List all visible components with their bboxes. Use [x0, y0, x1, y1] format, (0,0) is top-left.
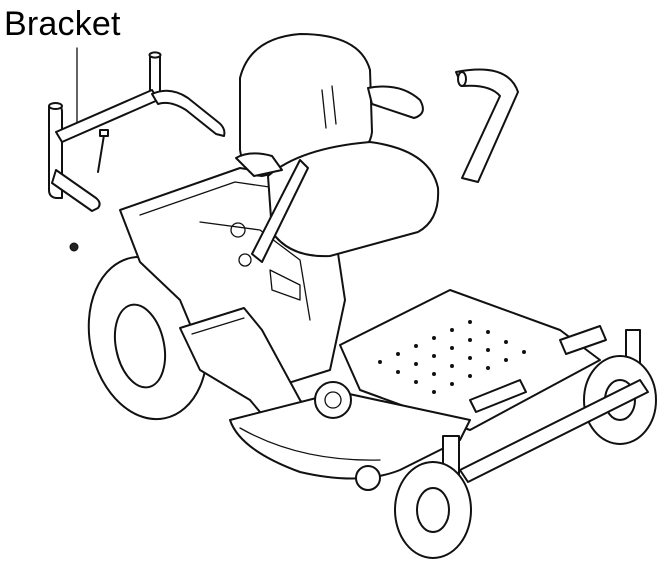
engine-filter — [238, 253, 252, 267]
left-armrest — [235, 152, 283, 177]
right-armrest — [367, 85, 424, 119]
front-cross-bar — [459, 379, 649, 483]
seat — [235, 33, 440, 258]
right-foot-pedal — [559, 325, 607, 355]
front-left-caster-hub — [416, 487, 450, 533]
bracket-bolt — [97, 134, 105, 173]
deck-rim — [239, 427, 381, 461]
bracket-nut — [69, 242, 79, 252]
engine-cap — [230, 222, 246, 238]
bracket-lower-leg — [51, 169, 101, 212]
bracket-curved-arm — [151, 89, 226, 137]
right-lap-bar — [455, 68, 519, 183]
rear-tire-hub — [113, 303, 167, 389]
bracket-bolt-head — [99, 129, 109, 137]
seat-cushion — [267, 141, 440, 258]
control-levers — [251, 68, 519, 263]
seat-back-slot-2 — [331, 85, 337, 125]
left-lap-bar — [251, 159, 309, 263]
bracket-assembly — [48, 51, 226, 252]
engine-component — [269, 269, 301, 301]
anti-scalp-wheel — [355, 465, 381, 491]
bracket-left-post-cap — [48, 102, 63, 110]
bracket-callout-label: Bracket — [4, 5, 121, 43]
foot-deck-tread-pattern — [378, 320, 526, 394]
engine-outline — [199, 221, 311, 321]
foot-platform — [339, 289, 607, 431]
mower-deck — [229, 381, 471, 480]
chute-top-edge — [191, 317, 245, 335]
left-foot-pedal — [469, 379, 527, 413]
bracket-rear-post-cap — [148, 51, 162, 59]
front-left-caster — [394, 435, 472, 559]
seat-back-slot-1 — [321, 89, 327, 129]
deck-pulley-hub — [324, 391, 342, 409]
deck-housing — [229, 391, 471, 480]
deck-pulley — [314, 381, 352, 419]
right-lap-bar-grip-end — [457, 71, 467, 87]
